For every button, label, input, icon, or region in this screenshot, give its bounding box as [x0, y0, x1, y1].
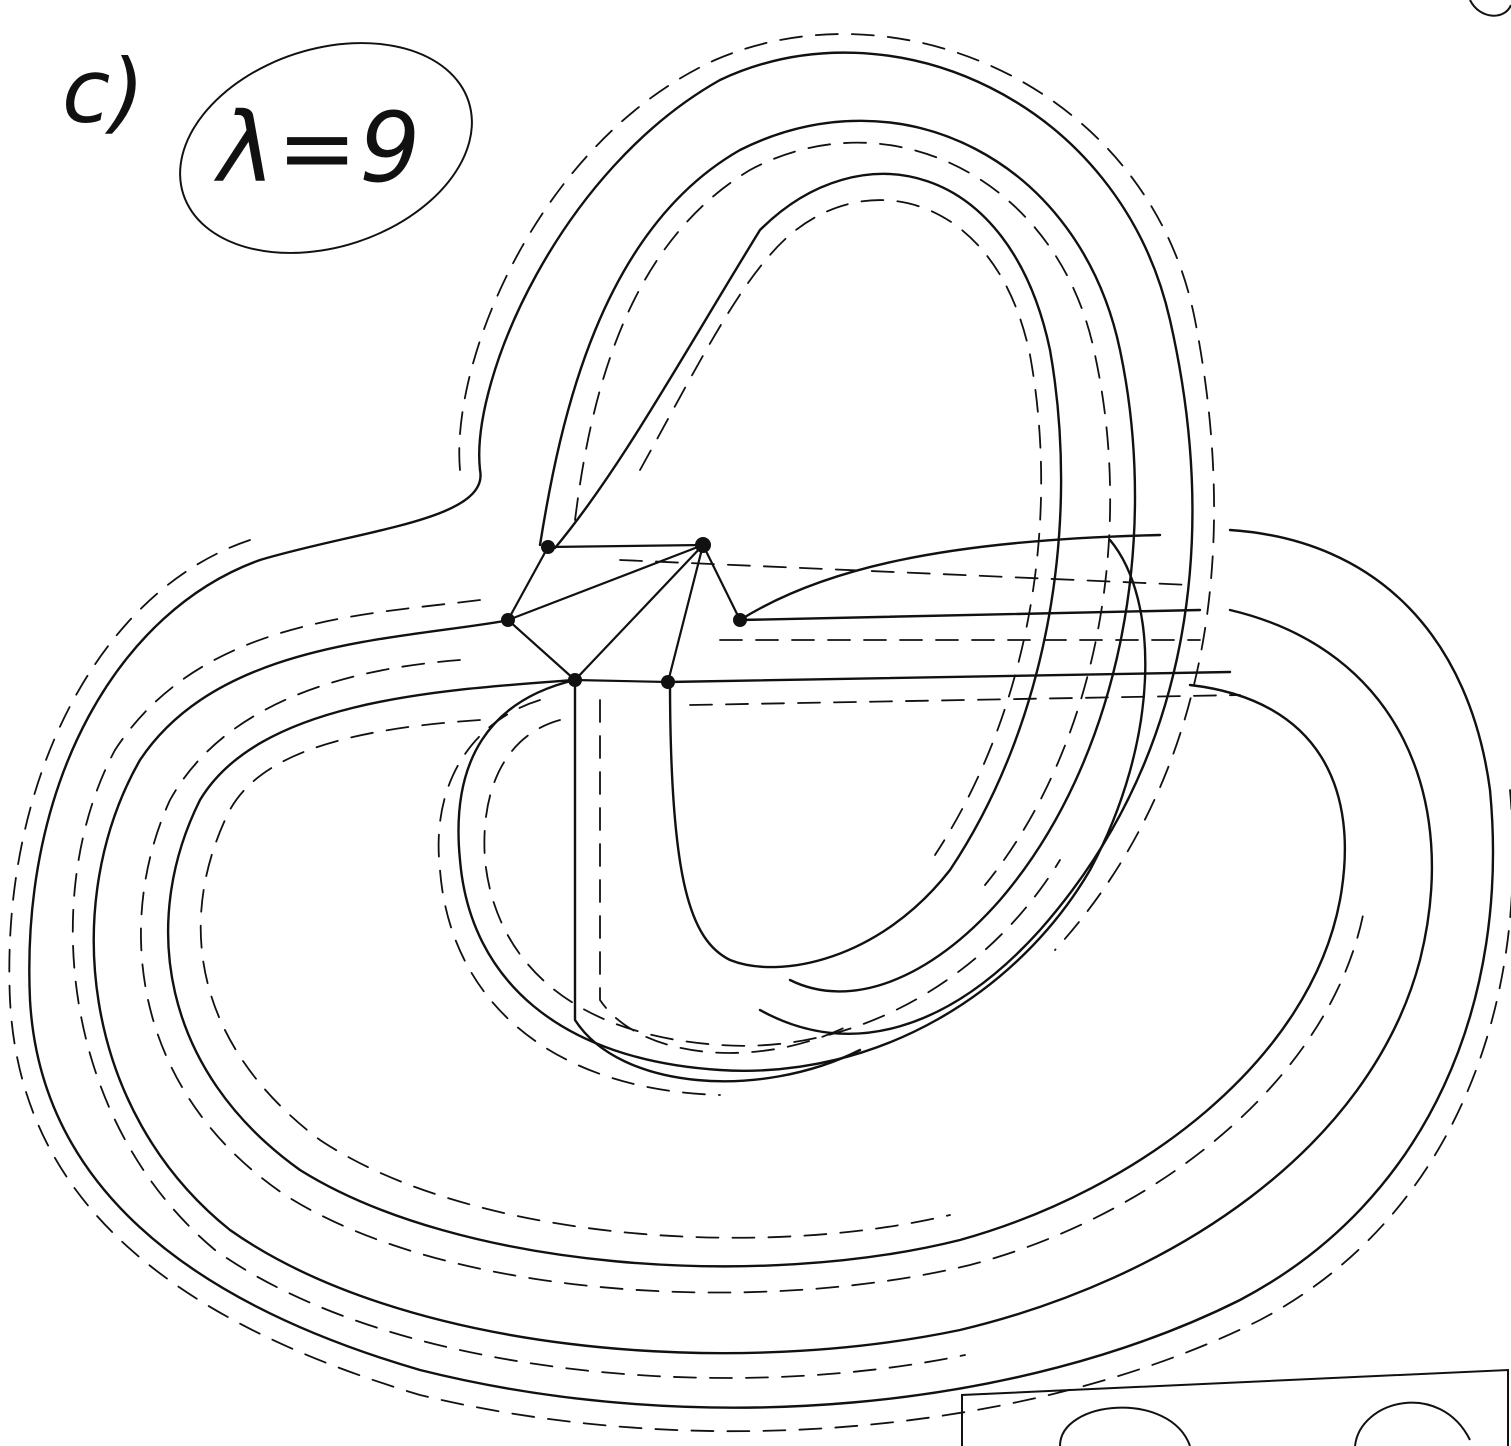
top-lobe-mid [540, 121, 1135, 992]
edge-8 [575, 680, 668, 682]
left-loop-outer [29, 470, 1493, 1408]
edge-2 [508, 547, 548, 620]
inset-box [962, 1370, 1508, 1446]
edge-4 [703, 545, 740, 620]
edge-5 [575, 545, 703, 680]
top-lobe-inner [555, 174, 1061, 967]
dash-top-3 [640, 200, 1041, 855]
dash-h3 [690, 695, 1240, 705]
dash-left-3 [141, 660, 1365, 1293]
vertex-dot [661, 675, 675, 689]
vertex-dot [501, 613, 515, 627]
edge-6 [668, 545, 703, 682]
inset-arc-1 [1060, 1408, 1190, 1446]
top-lobe-outer [479, 53, 1192, 1034]
strand-h3 [740, 535, 1160, 620]
lower-loop-inner [575, 680, 860, 1081]
edge-7 [508, 620, 575, 680]
strand-h1 [740, 610, 1200, 620]
edge-1 [548, 545, 703, 547]
dash-top-1 [459, 34, 1214, 950]
dash-lower-3 [600, 700, 850, 1053]
vertex-dot [733, 613, 747, 627]
vertex-dot [695, 537, 711, 553]
vertex-dot [568, 673, 582, 687]
left-loop-mid [94, 610, 1432, 1353]
vertex-dot [541, 540, 555, 554]
dash-h1 [620, 560, 1190, 585]
edge-3 [508, 545, 703, 620]
dash-top-2 [575, 143, 1110, 885]
dash-left-1 [9, 540, 1511, 1431]
corner-arc [1470, 0, 1511, 16]
inset-arc-2 [1355, 1403, 1470, 1446]
